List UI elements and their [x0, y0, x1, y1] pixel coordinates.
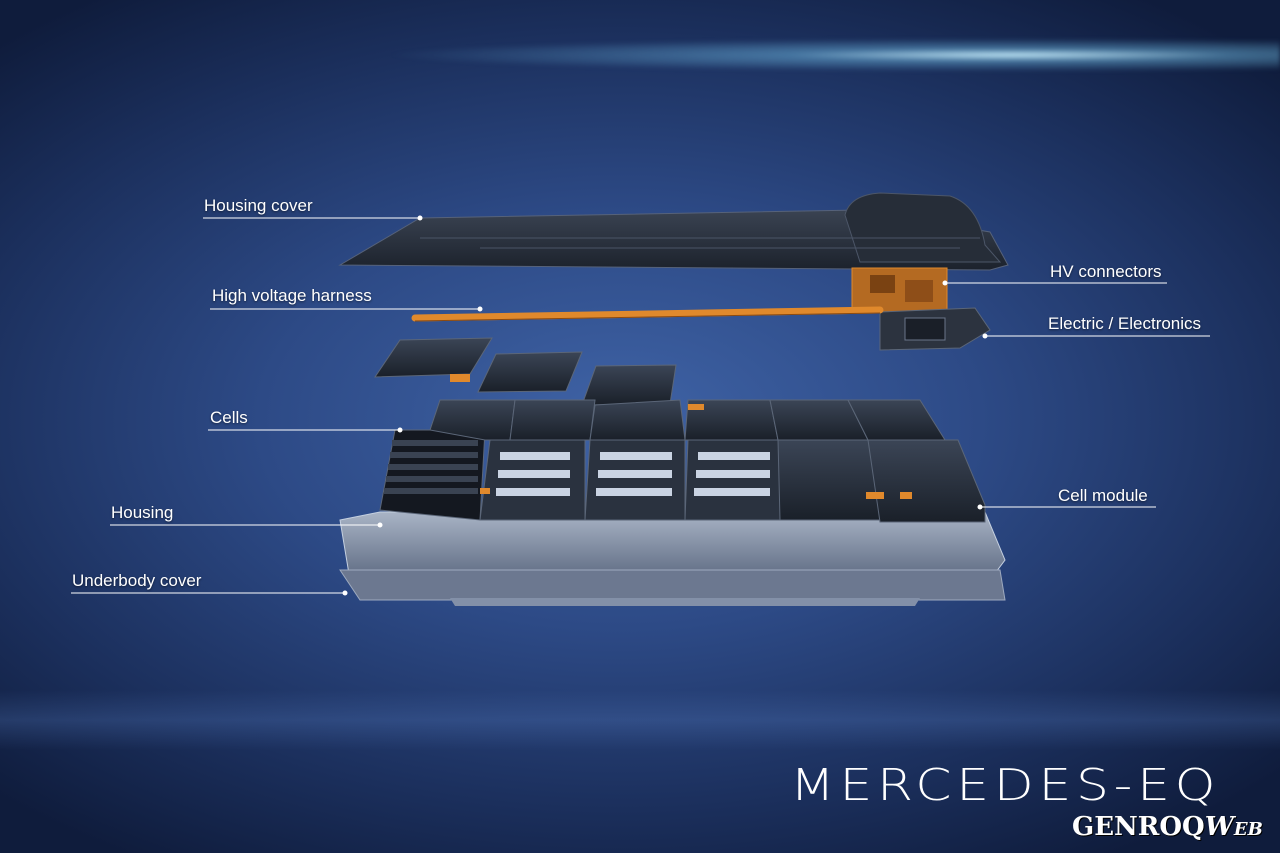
harness-part — [411, 306, 884, 322]
mercedes-eq-logo: MERCEDES-EQ — [790, 760, 1221, 811]
genroq-web-watermark: GENROQWeb — [1072, 812, 1263, 842]
housing-cover-part — [338, 192, 1009, 271]
label-high-voltage-harness: High voltage harness — [212, 286, 372, 305]
label-housing-cover: Housing cover — [204, 196, 313, 215]
label-cell-module: Cell module — [1058, 486, 1148, 505]
loose-cells — [374, 337, 677, 410]
cell-modules — [379, 399, 986, 523]
electronics-part — [879, 307, 991, 351]
floor-glow — [0, 690, 1280, 750]
leader-lines — [71, 217, 1210, 594]
label-electric-electronics: Electric / Electronics — [1048, 314, 1202, 333]
label-cells: Cells — [210, 408, 248, 427]
hv-connectors-part — [851, 267, 948, 314]
watermark-main: GENROQ — [1072, 812, 1205, 842]
light-flare — [380, 38, 1280, 72]
label-hv-connectors: HV connectors — [1050, 262, 1162, 281]
label-housing: Housing — [111, 503, 174, 522]
housing-part — [339, 511, 1006, 606]
watermark-web: Web — [1204, 812, 1263, 842]
leader-dots — [342, 215, 988, 596]
label-underbody-cover: Underbody cover — [72, 571, 202, 590]
